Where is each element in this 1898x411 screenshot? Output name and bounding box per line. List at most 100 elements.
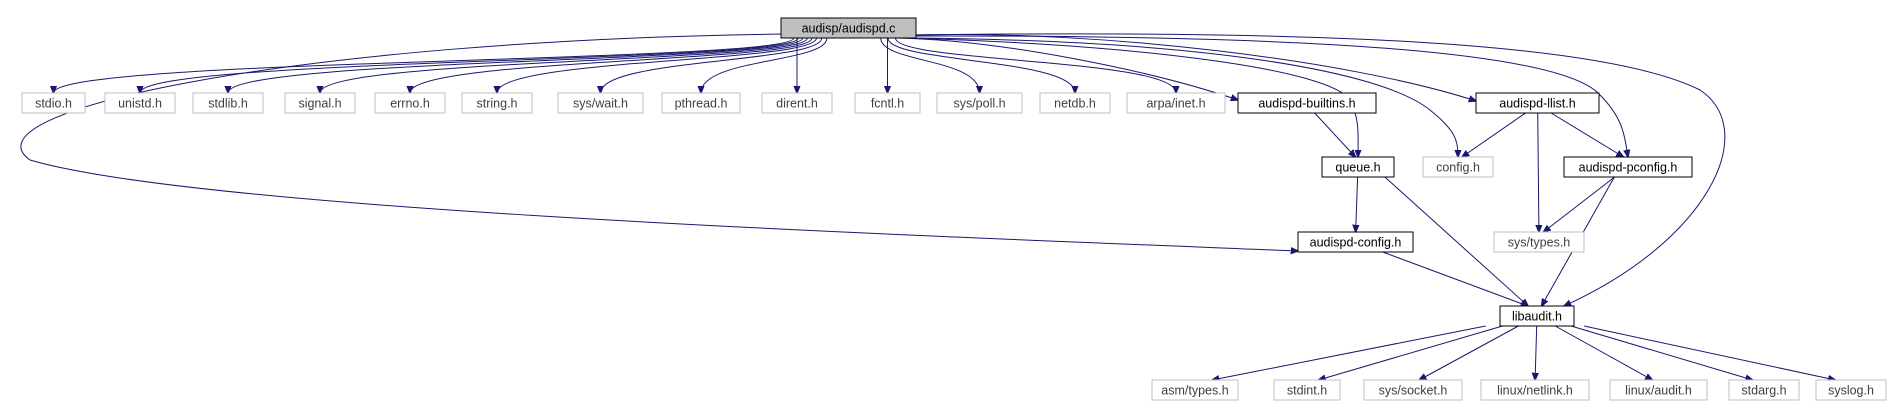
edge-root-to-pconfig <box>907 35 1628 157</box>
edge-libaudit-to-syssocket <box>1419 325 1519 380</box>
node-label: linux/netlink.h <box>1497 384 1573 398</box>
node-label: audispd-pconfig.h <box>1579 161 1678 175</box>
node-box <box>21 92 86 114</box>
edge-root-to-signal <box>320 37 808 93</box>
node-pthread: pthread.h <box>661 92 741 114</box>
node-config: config.h <box>1422 156 1494 178</box>
node-queue[interactable]: queue.h <box>1321 156 1395 178</box>
node-box <box>374 92 446 114</box>
node-box <box>1728 379 1800 401</box>
edge-line <box>320 37 808 93</box>
node-box <box>557 92 644 114</box>
edge-line <box>1462 112 1526 157</box>
node-libaudit[interactable]: libaudit.h <box>1499 305 1575 327</box>
edge-line <box>1419 325 1519 380</box>
edge-root-to-libaudit <box>910 33 1726 306</box>
node-label: audispd-llist.h <box>1499 97 1575 111</box>
edge-line <box>1538 112 1539 232</box>
node-label: netdb.h <box>1054 97 1096 111</box>
node-box <box>284 92 356 114</box>
edge-line <box>1554 325 1652 380</box>
node-signal: signal.h <box>284 92 356 114</box>
node-box <box>854 92 921 114</box>
node-builtins[interactable]: audispd-builtins.h <box>1237 92 1377 114</box>
node-box <box>1273 379 1341 401</box>
node-llist[interactable]: audispd-llist.h <box>1475 92 1600 114</box>
node-label: string.h <box>477 97 518 111</box>
node-linuxaudit: linux/audit.h <box>1609 379 1708 401</box>
edge-libaudit-to-syslog <box>1583 325 1835 380</box>
node-label: pthread.h <box>675 97 728 111</box>
edge-line <box>140 37 799 93</box>
edge-libaudit-to-asmtypes <box>1212 325 1486 380</box>
edge-libaudit-to-stdint <box>1319 325 1503 380</box>
node-label: audispd-config.h <box>1310 236 1402 250</box>
node-stdlib: stdlib.h <box>192 92 264 114</box>
node-label: audisp/audispd.c <box>802 22 896 36</box>
edge-libaudit-to-linuxaudit <box>1554 325 1652 380</box>
edge-root-to-netdb <box>887 37 1075 93</box>
node-label: dirent.h <box>776 97 818 111</box>
edge-root-to-config <box>905 37 1458 157</box>
edge-line <box>887 37 1075 93</box>
node-label: unistd.h <box>118 97 162 111</box>
node-box <box>1475 92 1600 114</box>
edge-line <box>20 33 1298 251</box>
node-label: arpa/inet.h <box>1146 97 1205 111</box>
edge-root-to-syspoll <box>880 37 980 93</box>
edge-queue-to-aconfig <box>1356 176 1358 232</box>
node-label: stdio.h <box>35 97 72 111</box>
edge-line <box>1319 325 1503 380</box>
edge-line <box>895 37 1177 93</box>
edge-line <box>1550 112 1623 157</box>
node-stdio: stdio.h <box>21 92 86 114</box>
edge-root-to-pthread <box>701 37 828 93</box>
node-label: stdint.h <box>1287 384 1327 398</box>
node-label: sys/poll.h <box>953 97 1005 111</box>
edge-root-to-stdlib <box>228 37 804 93</box>
node-box <box>661 92 741 114</box>
node-box <box>1499 305 1575 327</box>
node-label: linux/audit.h <box>1625 384 1692 398</box>
node-box <box>1297 231 1414 253</box>
edge-line <box>410 37 813 93</box>
edge-root-to-stdio <box>54 37 795 93</box>
edge-aconfig-to-libaudit <box>1382 251 1528 306</box>
edge-line <box>905 37 1458 157</box>
edge-line <box>903 37 1358 157</box>
node-unistd: unistd.h <box>104 92 176 114</box>
node-box <box>1609 379 1708 401</box>
node-string: string.h <box>461 92 533 114</box>
edge-llist-to-pconfig <box>1550 112 1623 157</box>
node-aconfig[interactable]: audispd-config.h <box>1297 231 1414 253</box>
node-stdint: stdint.h <box>1273 379 1341 401</box>
node-syslog: syslog.h <box>1815 379 1887 401</box>
edge-root-to-unistd <box>140 37 799 93</box>
node-box <box>1480 379 1590 401</box>
edge-line <box>1314 112 1356 157</box>
node-root[interactable]: audisp/audispd.c <box>780 17 917 39</box>
edge-root-to-aconfig <box>20 33 1298 251</box>
node-label: errno.h <box>390 97 430 111</box>
node-pconfig[interactable]: audispd-pconfig.h <box>1563 156 1693 178</box>
node-label: fcntl.h <box>871 97 904 111</box>
node-box <box>1363 379 1463 401</box>
node-label: asm/types.h <box>1161 384 1228 398</box>
edge-line <box>228 37 804 93</box>
edge-line <box>1570 325 1753 380</box>
node-syspoll: sys/poll.h <box>936 92 1023 114</box>
edge-line <box>910 33 1726 306</box>
node-asmtypes: asm/types.h <box>1151 379 1239 401</box>
edge-line <box>1543 176 1615 232</box>
edge-root-to-builtins <box>895 37 1238 100</box>
node-box <box>1151 379 1239 401</box>
node-box <box>1815 379 1887 401</box>
edge-line <box>701 37 828 93</box>
edges-layer <box>20 33 1835 380</box>
node-syssocket: sys/socket.h <box>1363 379 1463 401</box>
node-box <box>461 92 533 114</box>
edge-line <box>913 33 1476 101</box>
node-label: queue.h <box>1335 161 1380 175</box>
node-box <box>104 92 176 114</box>
